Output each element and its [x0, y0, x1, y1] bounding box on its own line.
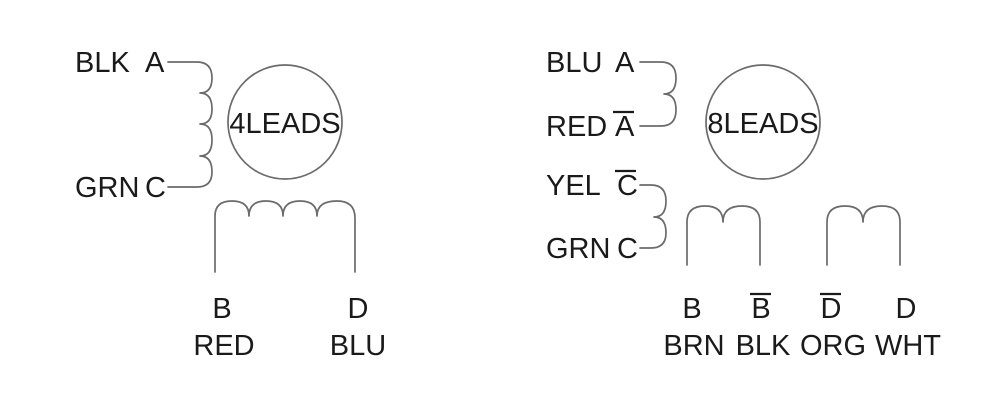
- coil-cbar-c-eight-leads: [639, 184, 667, 249]
- lead-terminal-c: C: [145, 172, 166, 204]
- lead-color-red-eight: RED: [546, 111, 607, 143]
- terminal-label-bbar-eight: B: [751, 293, 770, 325]
- badge-circle-eight-leads: [705, 64, 821, 180]
- terminal-label-dbar-eight: D: [821, 293, 842, 325]
- lead-color-grn: GRN: [75, 172, 139, 204]
- coil-a-abar-eight-leads: [639, 61, 677, 127]
- panel-eight-leads: BLU A RED A 8LEADS YEL C GRN C B B: [546, 47, 941, 362]
- coil-bd-four-leads: [214, 200, 356, 273]
- lead-terminal-a-eight: A: [615, 47, 635, 79]
- lead-terminal-a: A: [145, 47, 165, 79]
- badge-circle-four-leads: [227, 64, 343, 180]
- terminal-label-b-eight: B: [682, 293, 701, 325]
- terminal-color-wht-eight: WHT: [875, 330, 941, 362]
- terminal-label-d-four-leads: D: [348, 293, 369, 325]
- coil-dbar-d-eight-leads: [826, 205, 901, 266]
- terminal-color-org-eight: ORG: [800, 330, 866, 362]
- panel-four-leads: A BLK C GRN 4LEADS B RED D BLU: [75, 47, 386, 362]
- lead-color-grn-eight: GRN: [546, 233, 610, 265]
- terminal-color-brn-eight: BRN: [663, 330, 724, 362]
- coil-ac-four-leads: [167, 61, 213, 188]
- terminal-label-d-eight: D: [896, 293, 917, 325]
- coil-b-bbar-eight-leads: [686, 205, 761, 266]
- lead-color-yel-eight: YEL: [546, 170, 601, 202]
- lead-terminal-abar-eight: A: [615, 111, 635, 143]
- lead-terminal-cbar-eight: C: [617, 170, 638, 202]
- lead-color-blu-eight: BLU: [546, 47, 602, 79]
- terminal-label-b-four-leads: B: [212, 293, 231, 325]
- lead-terminal-c-eight: C: [617, 233, 638, 265]
- terminal-color-blu-four-leads: BLU: [330, 330, 386, 362]
- terminal-color-blk-eight: BLK: [736, 330, 791, 362]
- lead-color-blk: BLK: [75, 47, 130, 79]
- terminal-color-red-four-leads: RED: [193, 330, 254, 362]
- badge-label-eight-leads: 8LEADS: [707, 108, 818, 140]
- badge-label-four-leads: 4LEADS: [229, 108, 340, 140]
